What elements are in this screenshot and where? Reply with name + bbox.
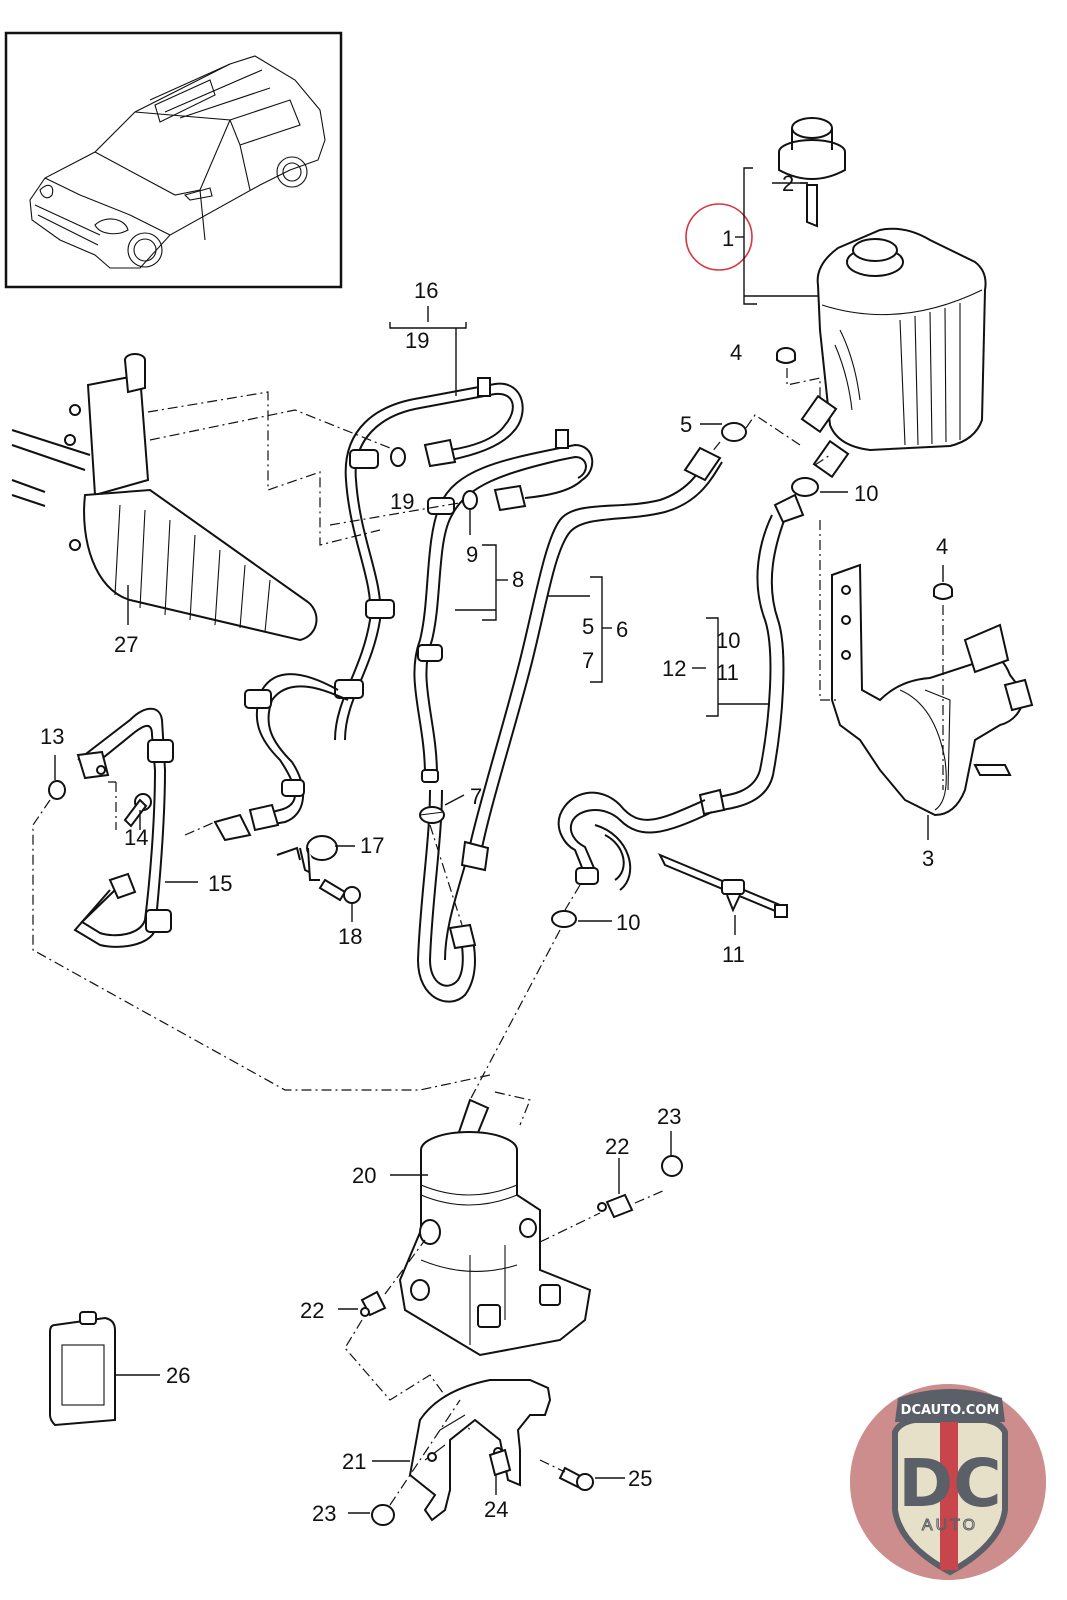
callout-18[interactable]: 18	[338, 924, 362, 949]
callout-11[interactable]: 11	[716, 660, 739, 685]
callout-8[interactable]: 8	[512, 567, 524, 592]
bolt-14	[123, 793, 152, 828]
pressure-line-8	[413, 429, 594, 1003]
callout-9[interactable]: 9	[466, 542, 478, 567]
steering-rack	[11, 353, 318, 642]
stud-24	[488, 1448, 512, 1477]
callout-15[interactable]: 15	[208, 871, 232, 896]
callout-25[interactable]: 25	[628, 1466, 652, 1491]
callout-14[interactable]: 14	[124, 825, 148, 850]
callout-5[interactable]: 5	[582, 614, 594, 639]
callout-11[interactable]: 11	[722, 942, 745, 967]
callout-10[interactable]: 10	[616, 910, 640, 935]
callout-24[interactable]: 24	[484, 1497, 508, 1522]
callout-7[interactable]: 7	[470, 784, 482, 809]
clamp-10-bottom	[551, 910, 577, 928]
reservoir-cap	[778, 117, 846, 228]
callout-7[interactable]: 7	[582, 648, 594, 673]
watermark-sub-text: AUTO	[922, 1517, 978, 1534]
callout-3[interactable]: 3	[922, 846, 934, 871]
sensor-22-left	[360, 1290, 387, 1317]
callout-4[interactable]: 4	[730, 340, 742, 365]
callout-4[interactable]: 4	[936, 534, 948, 559]
power-steering-pump	[398, 1098, 592, 1357]
watermark-top-text: DCAUTO.COM	[901, 1403, 1000, 1418]
callout-13[interactable]: 13	[40, 724, 64, 749]
callout-1[interactable]: 1	[722, 226, 734, 251]
callout-20[interactable]: 20	[352, 1163, 376, 1188]
nut-23-bottom	[371, 1504, 395, 1526]
pressure-line-16	[213, 377, 524, 842]
callout-23[interactable]: 23	[312, 1501, 336, 1526]
callout-12[interactable]: 12	[662, 656, 686, 681]
callout-10[interactable]: 10	[854, 481, 878, 506]
callout-23[interactable]: 23	[657, 1104, 681, 1129]
callout-22[interactable]: 22	[300, 1298, 324, 1323]
callout-22[interactable]: 22	[605, 1134, 629, 1159]
nut-right	[933, 583, 953, 600]
callout-19[interactable]: 19	[405, 328, 429, 353]
callout-27[interactable]: 27	[114, 632, 138, 657]
reservoir-tank	[800, 227, 987, 479]
callout-19[interactable]: 19	[390, 489, 414, 514]
reservoir-bracket	[831, 563, 1034, 817]
clamp-7	[419, 806, 445, 824]
return-hose-6	[444, 446, 723, 961]
watermark-main-text: DC	[898, 1445, 1001, 1522]
callout-10[interactable]: 10	[716, 628, 740, 653]
clip-17	[276, 835, 338, 881]
callout-21[interactable]: 21	[342, 1449, 366, 1474]
callout-26[interactable]: 26	[166, 1363, 190, 1388]
callout-labels: 1 2 3 4 4 5 5 6 7 7 8 9 10 10 10 11 11 1…	[40, 171, 948, 1526]
nut-23-right	[661, 1155, 683, 1177]
clamp-5	[721, 422, 747, 442]
nut-top	[776, 347, 796, 364]
callout-2[interactable]: 2	[782, 171, 794, 196]
fluid-container	[49, 1311, 116, 1427]
callout-16[interactable]: 16	[414, 278, 438, 303]
vehicle-thumbnail	[4, 31, 343, 289]
cable-tie	[657, 853, 788, 918]
bolt-25	[558, 1466, 594, 1491]
highlight-circle	[685, 203, 753, 271]
pressure-line-15	[73, 707, 174, 948]
callout-17[interactable]: 17	[360, 833, 384, 858]
suction-hose-12	[557, 493, 805, 891]
bolt-18	[318, 878, 361, 904]
dcauto-watermark: DCAUTO.COM DC AUTO	[850, 1384, 1046, 1580]
callout-6[interactable]: 6	[616, 617, 628, 642]
callout-5[interactable]: 5	[680, 412, 692, 437]
seal-13	[48, 780, 66, 800]
sensor-22-right	[597, 1193, 634, 1219]
pump-bracket	[408, 1379, 552, 1522]
clamp-10-top	[791, 477, 819, 497]
